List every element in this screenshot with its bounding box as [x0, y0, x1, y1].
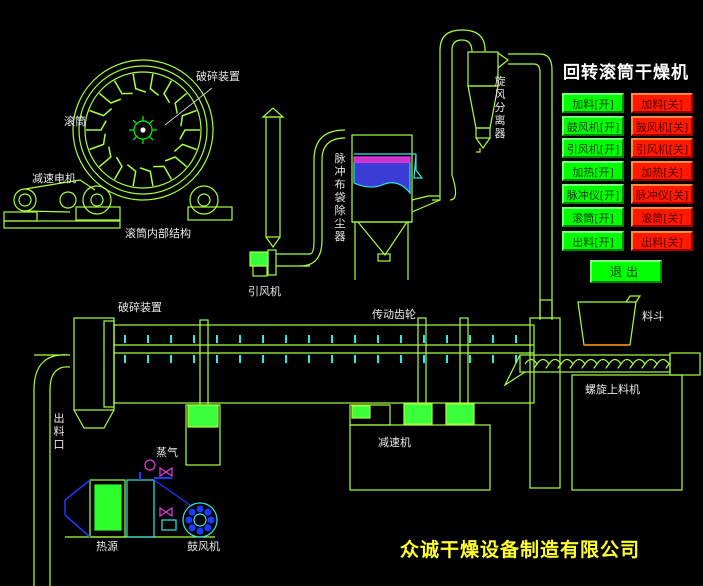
label-steam: 蒸气	[156, 446, 178, 459]
drum-blade	[86, 120, 107, 131]
label-drum-internal: 滚筒内部结构	[125, 227, 191, 240]
fan-blade	[188, 524, 196, 532]
hub-spoke	[148, 119, 154, 125]
drum-blade	[149, 73, 160, 96]
main-drum-drawing	[33, 295, 701, 586]
drum-blade	[174, 92, 188, 114]
drum-blade	[132, 73, 147, 93]
feed-off-button[interactable]: 加料[关]	[631, 93, 693, 113]
drum-blade	[89, 133, 106, 151]
pulse-off-button[interactable]: 脉冲仪[关]	[631, 184, 693, 204]
fan-blade	[204, 508, 212, 516]
label-screw-feeder: 螺旋上料机	[585, 383, 640, 396]
drum-blade	[163, 80, 173, 104]
filter-bags	[353, 153, 424, 195]
drum-blade	[164, 156, 188, 168]
discharge-off-button[interactable]: 出料[关]	[631, 231, 693, 251]
fan-blade	[207, 516, 215, 524]
label-cyclone: 旋风分离器	[494, 75, 506, 140]
drum-off-button[interactable]: 滚筒[关]	[631, 207, 693, 227]
label-pulse-dust-collector: 脉冲布袋除尘器	[334, 152, 346, 243]
fan-blade	[185, 516, 193, 524]
exit-button[interactable]: 退出	[590, 260, 662, 283]
induced-fan-on-button[interactable]: 引风机[开]	[562, 138, 624, 158]
fan-blade	[188, 508, 196, 516]
label-outlet: 出料口	[53, 412, 65, 451]
drum-blade	[173, 143, 197, 152]
page-title: 回转滚筒干燥机	[563, 63, 689, 83]
hub-spoke	[148, 135, 154, 141]
fan-blade	[204, 524, 212, 532]
drum-blade	[113, 156, 123, 180]
induced-fan-off-button[interactable]: 引风机[关]	[631, 138, 693, 158]
drum-blade	[113, 80, 133, 95]
induced-fan-drawing	[249, 107, 346, 277]
fan-blade	[196, 527, 204, 535]
blower-off-button[interactable]: 鼓风机[关]	[631, 116, 693, 136]
label-drum: 滚筒	[64, 115, 86, 128]
blower-on-button[interactable]: 鼓风机[开]	[562, 116, 624, 136]
label-heat-source: 热源	[96, 540, 118, 553]
label-reducer-motor: 减速电机	[32, 172, 76, 185]
drum-on-button[interactable]: 滚筒[开]	[562, 207, 624, 227]
drum-blade	[139, 167, 154, 187]
drum-blade	[153, 165, 173, 180]
label-crusher-main: 破碎装置	[118, 301, 162, 314]
dust-collector-drawing	[351, 134, 441, 280]
cyclone-drawing	[432, 29, 553, 320]
fan-blade	[196, 505, 204, 513]
heating-off-button[interactable]: 加热[关]	[631, 161, 693, 181]
discharge-on-button[interactable]: 出料[开]	[562, 231, 624, 251]
label-crusher-top: 破碎装置	[196, 70, 240, 83]
drum-blade	[98, 92, 122, 104]
drum-blade	[89, 108, 113, 117]
label-hopper: 料斗	[642, 310, 664, 323]
label-reducer: 减速机	[378, 436, 411, 449]
label-drive-gear: 传动齿轮	[372, 308, 416, 321]
drum-blade	[179, 129, 200, 140]
heat-source-drawing	[64, 459, 218, 538]
feed-on-button[interactable]: 加料[开]	[562, 93, 624, 113]
heating-on-button[interactable]: 加热[开]	[562, 161, 624, 181]
label-blower: 鼓风机	[187, 540, 220, 553]
pulse-on-button[interactable]: 脉冲仪[开]	[562, 184, 624, 204]
drum-blade	[98, 146, 112, 168]
drum-blade	[180, 109, 197, 127]
drum-cross-section	[3, 59, 233, 229]
drum-blade	[126, 164, 137, 187]
label-induced-fan: 引风机	[248, 285, 281, 298]
company-name: 众诚干燥设备制造有限公司	[400, 539, 641, 561]
hub-spoke	[132, 119, 138, 125]
hub-spoke	[132, 135, 138, 141]
